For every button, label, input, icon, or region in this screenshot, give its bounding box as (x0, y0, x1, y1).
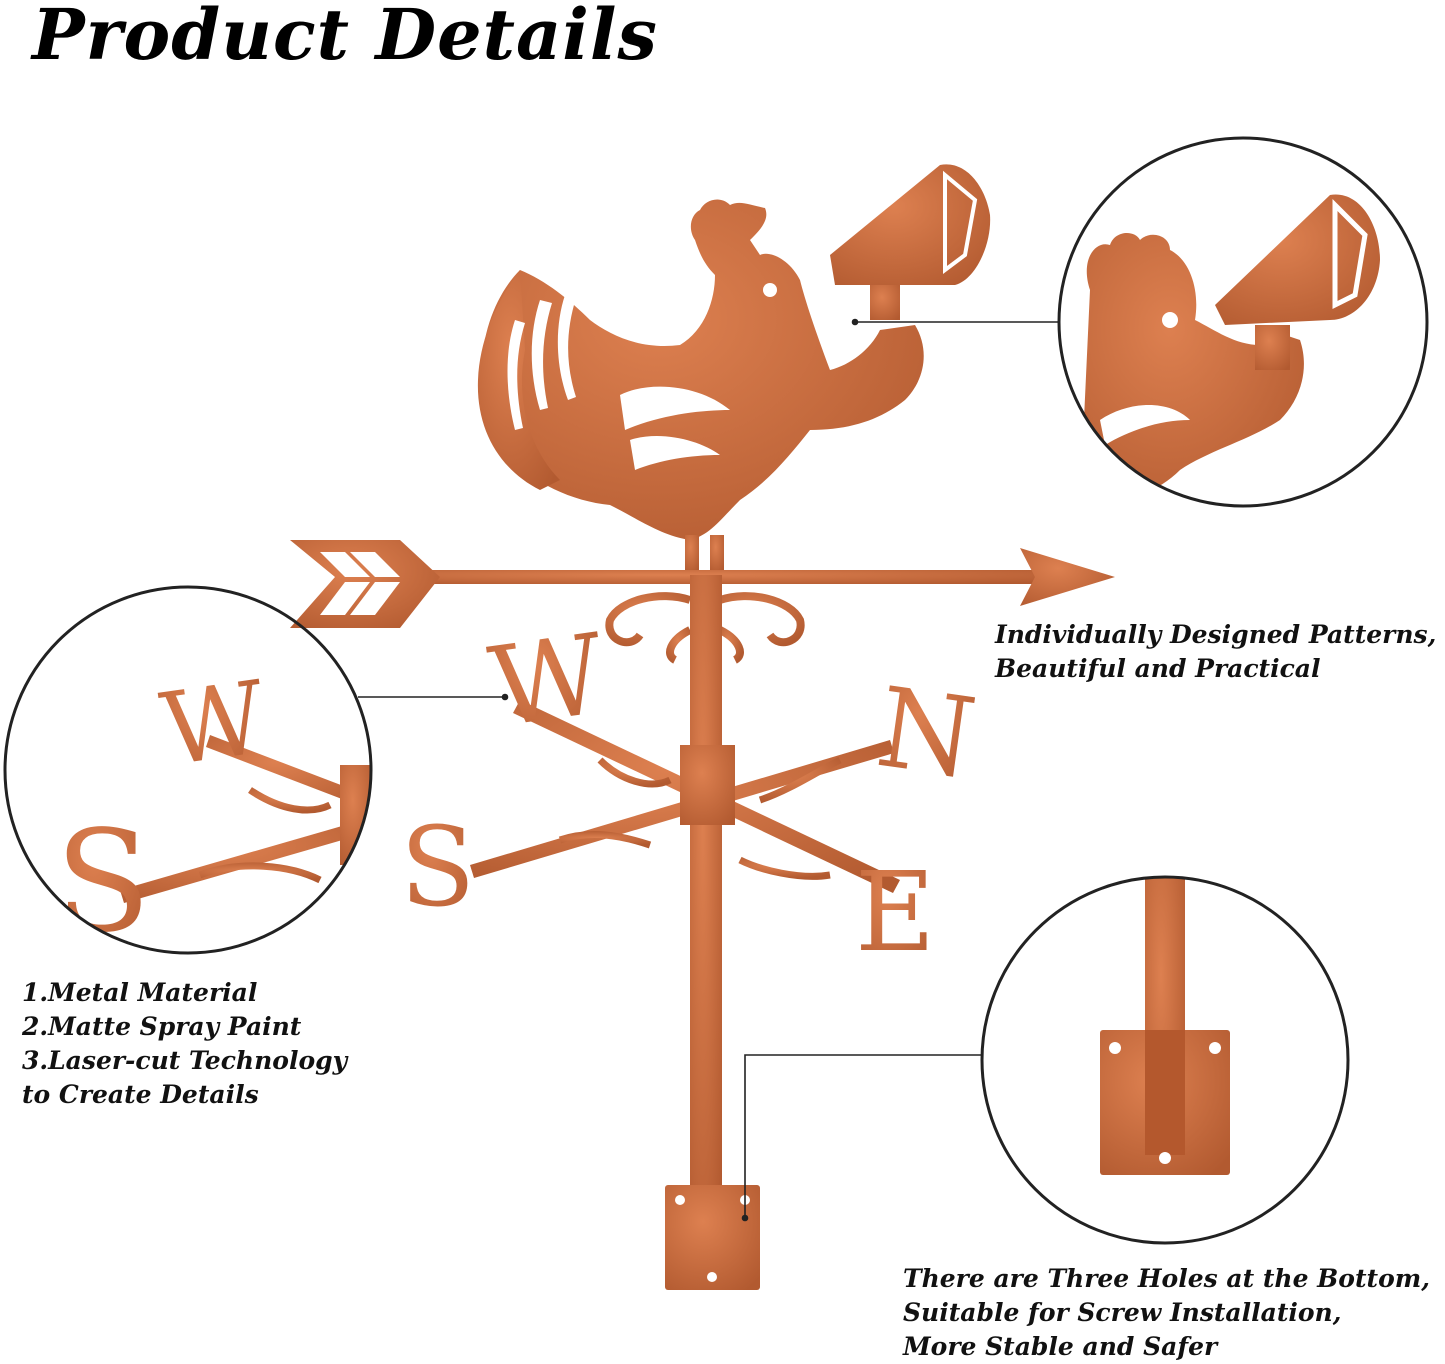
compass-letter-n: N (870, 663, 983, 803)
compass-letter-e: E (855, 848, 935, 976)
compass-letter-s: S (400, 803, 475, 931)
callout-lines (358, 318, 1059, 1222)
callout-line-base (744, 1054, 982, 1218)
detail-letter-s: S (55, 801, 151, 964)
compass-arms (470, 700, 900, 893)
weathervane-main (290, 164, 1115, 1290)
rooster-silhouette (477, 164, 991, 570)
caption-line: There are Three Holes at the Bottom, (903, 1264, 1430, 1293)
vane-pole (690, 575, 722, 1255)
detail-circle-letters: W S (3, 585, 373, 964)
detail-letter-w: W (154, 659, 272, 789)
detail-circle-megaphone (1057, 136, 1429, 508)
mount-plate (665, 1185, 760, 1290)
arrow-fletching-cutouts (320, 552, 400, 615)
caption-line: More Stable and Safer (903, 1332, 1218, 1361)
caption-line: 2.Matte Spray Paint (22, 1012, 302, 1041)
caption-line: to Create Details (22, 1080, 259, 1109)
caption-line: Individually Designed Patterns, (995, 620, 1437, 649)
compass-letter-w: W (482, 610, 612, 752)
rooster-cutouts (507, 170, 978, 470)
detail-circle-base (980, 875, 1350, 1245)
compass-scrolls (558, 756, 842, 880)
caption-holes: There are Three Holes at the Bottom, Sui… (903, 1262, 1430, 1364)
caption-patterns: Individually Designed Patterns, Beautifu… (995, 618, 1436, 686)
caption-line: 3.Laser-cut Technology (22, 1046, 348, 1075)
compass-letters-main: W S N E (400, 610, 983, 976)
caption-line: Suitable for Screw Installation, (903, 1298, 1342, 1327)
page-title: Product Details (32, 0, 658, 76)
caption-line: Beautiful and Practical (995, 654, 1321, 683)
caption-line: 1.Metal Material (22, 978, 258, 1007)
caption-materials: 1.Metal Material 2.Matte Spray Paint 3.L… (22, 976, 347, 1112)
scroll-ornament (605, 592, 805, 664)
